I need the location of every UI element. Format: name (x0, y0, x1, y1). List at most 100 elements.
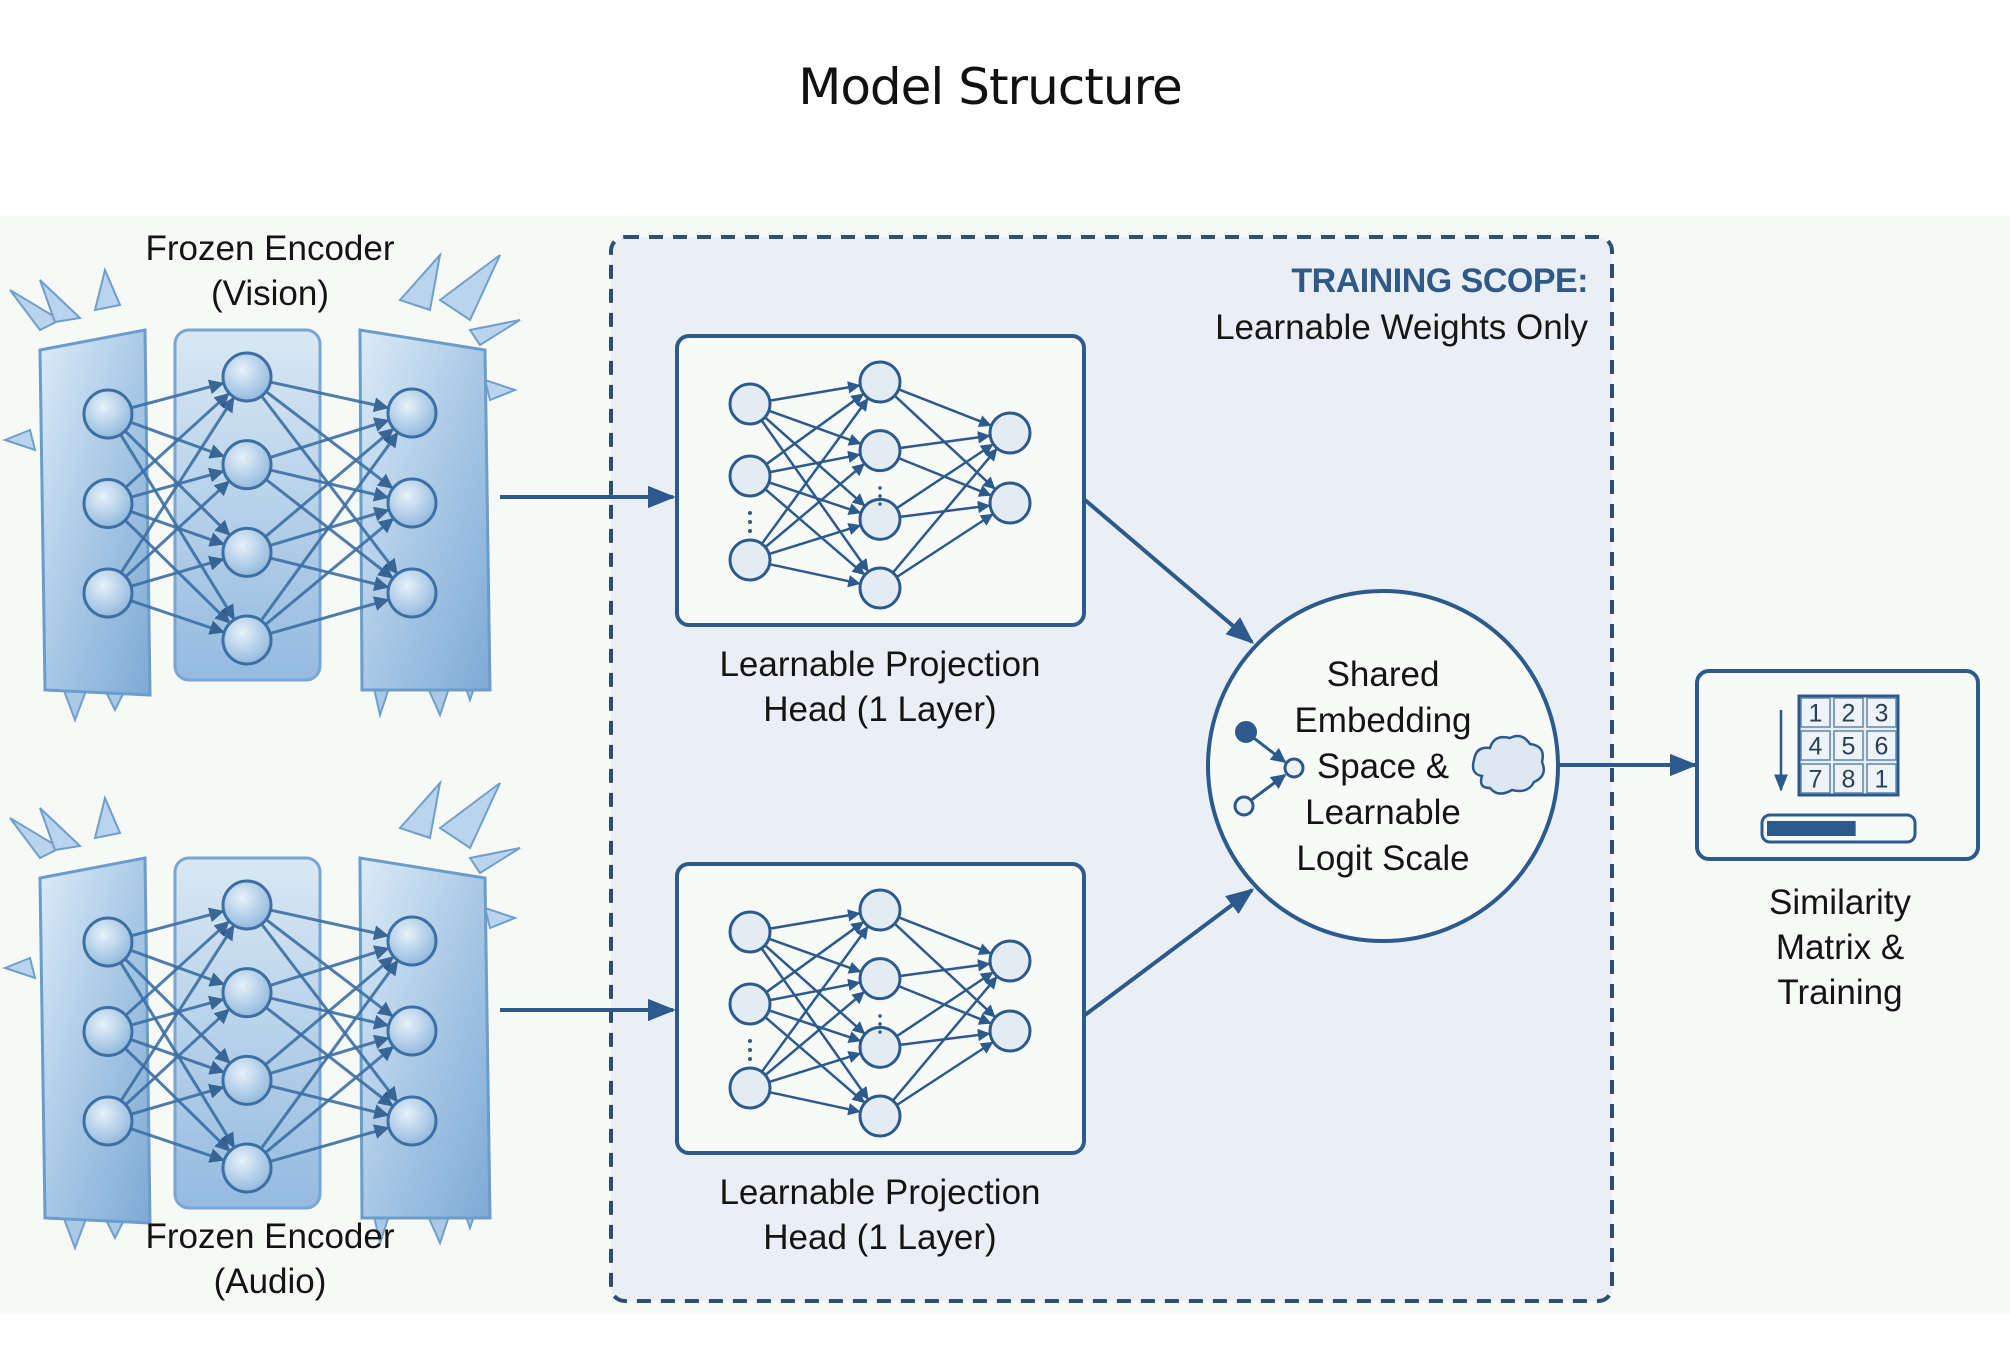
encoder-node (82, 916, 134, 968)
encoder-edge (265, 1045, 394, 1154)
projection-edge (896, 443, 994, 509)
encoder-edge (270, 945, 390, 987)
projection-edge (896, 1041, 994, 1106)
matrix-cell-value: 7 (1809, 766, 1823, 794)
ice-crystal-icon (468, 319, 521, 347)
projection-node (858, 360, 902, 404)
encoder-edge (131, 379, 225, 410)
shared-space-line-3: Space & (1316, 747, 1450, 786)
ice-crystal-icon (39, 279, 83, 324)
projection-heads-layer (675, 334, 1086, 1155)
encoder-edge (271, 380, 390, 413)
projection-node (988, 481, 1032, 525)
encoder-edge (131, 555, 225, 588)
ice-slab-middle (173, 328, 322, 682)
projection-node (728, 1066, 772, 1110)
matrix-cell-value: 8 (1842, 766, 1856, 794)
ellipsis-dot (748, 520, 752, 524)
encoder-node (386, 1005, 438, 1057)
encoder-node (386, 915, 438, 967)
projection-edge (769, 409, 862, 446)
encoder-edge (125, 1008, 230, 1106)
ellipsis-dot (878, 486, 882, 490)
matrix-cell-value: 5 (1842, 733, 1856, 761)
shared-space-line-5: Logit Scale (1296, 839, 1470, 878)
projection-node (858, 957, 902, 1001)
projection-node (728, 382, 772, 426)
projection-edge (900, 959, 991, 978)
ellipsis-dot (748, 1048, 752, 1052)
projection-edge (896, 513, 994, 578)
projection-head-box (675, 862, 1086, 1155)
projection-node (728, 454, 772, 498)
projection-edge (765, 488, 866, 576)
encoder-node (386, 1095, 438, 1147)
training-progress-fill (1767, 821, 1856, 836)
projection-node (858, 888, 902, 932)
encoder-node (82, 478, 134, 529)
encoder-node (221, 1054, 273, 1106)
projection-node (858, 1025, 902, 1069)
projection-edge (761, 420, 869, 572)
encoder-edge (125, 480, 230, 578)
encoder-edge (131, 1083, 225, 1116)
encoder-edge (270, 596, 390, 635)
graph-merge-edge (1245, 773, 1287, 806)
projection-edge (896, 971, 994, 1037)
projection-label-vision: Learnable Projection Head (1 Layer) (680, 642, 1080, 732)
ellipsis-dot (748, 529, 752, 533)
encoder-edge (131, 599, 225, 635)
projection-edge (892, 976, 998, 1101)
projection-edge (899, 916, 992, 956)
shared-space-line-4: Learnable (1305, 793, 1461, 832)
encoder-node (221, 439, 273, 491)
projection-label-audio-line1: Learnable Projection (719, 1173, 1041, 1212)
matrix-cell (1833, 697, 1864, 728)
projection-edge (770, 563, 861, 588)
similarity-label-line-2: Matrix & (1775, 928, 1905, 967)
similarity-label: Similarity Matrix & Training (1700, 880, 1980, 1015)
ice-crystal-icon (398, 251, 442, 312)
ice-crystal-icon (398, 779, 442, 840)
shared-space-label: Shared Embedding Space & Learnable Logit… (1263, 652, 1503, 882)
encoder-edge (265, 427, 395, 538)
projection-node (858, 566, 902, 610)
matrix-cell (1833, 763, 1864, 794)
matrix-cell (1833, 730, 1864, 761)
projection-edge (761, 948, 869, 1100)
encoder-label-vision-line1: Frozen Encoder (145, 229, 395, 268)
encoders-layer (2, 251, 521, 1251)
ellipsis-dot (878, 1014, 882, 1018)
projection-edge (892, 448, 998, 573)
projection-edge (769, 937, 862, 974)
projection-head-box (675, 334, 1086, 627)
graph-node-hollow (1283, 757, 1305, 779)
projection-edge (899, 388, 992, 428)
encoder-node (82, 567, 134, 619)
projection-edge (761, 397, 869, 544)
ice-crystal-icon (483, 906, 518, 930)
ice-crystal-icon (2, 428, 37, 452)
ice-crystal-icon (39, 807, 83, 852)
matrix-cell (1866, 730, 1897, 761)
encoder-node (221, 526, 273, 578)
encoder-edge (270, 1124, 390, 1163)
ice-crystal-icon (93, 794, 122, 840)
projection-node (988, 411, 1032, 455)
encoder-edge (131, 907, 225, 938)
projection-label-vision-line2: Head (1 Layer) (763, 690, 997, 729)
graph-node-filled (1235, 721, 1257, 743)
projection-edge (770, 978, 861, 1002)
ice-crystal-icon (438, 782, 501, 850)
encoder-edge (131, 1127, 225, 1163)
ellipsis-dot (748, 511, 752, 515)
shared-space-line-2: Embedding (1294, 701, 1472, 740)
ellipsis-dot (748, 1039, 752, 1043)
similarity-label-line-3: Training (1777, 973, 1903, 1012)
encoder-node (386, 387, 438, 439)
matrix-cell-value: 3 (1875, 700, 1889, 728)
encoder-node (386, 477, 438, 529)
encoder-edge (260, 960, 399, 1149)
shared-embedding-circle (1206, 589, 1560, 943)
